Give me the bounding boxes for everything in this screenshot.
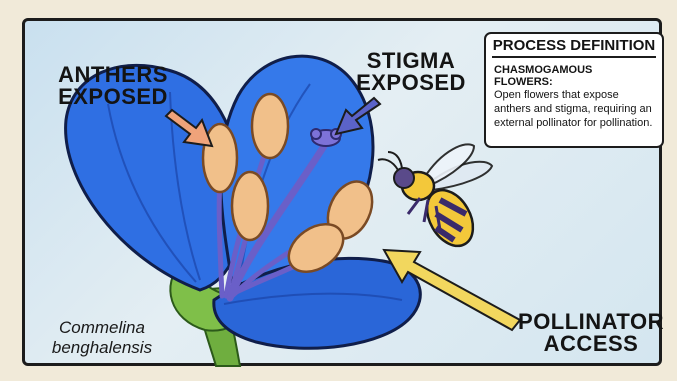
pollinator-label: POLLINATOR ACCESS <box>516 311 666 355</box>
definition-box: PROCESS DEFINITION CHASMOGAMOUS FLOWERS:… <box>484 32 664 148</box>
anther <box>232 172 268 240</box>
definition-subtitle: CHASMOGAMOUS FLOWERS: <box>494 64 654 88</box>
species-label: Commelina benghalensis <box>42 318 162 357</box>
stigma-label: STIGMA EXPOSED <box>352 50 470 94</box>
definition-title: PROCESS DEFINITION <box>492 37 656 58</box>
anthers-label: ANTHERS EXPOSED <box>48 64 178 108</box>
bee-icon <box>378 144 492 254</box>
definition-body: Open flowers that expose anthers and sti… <box>494 89 654 130</box>
anther <box>252 94 288 158</box>
